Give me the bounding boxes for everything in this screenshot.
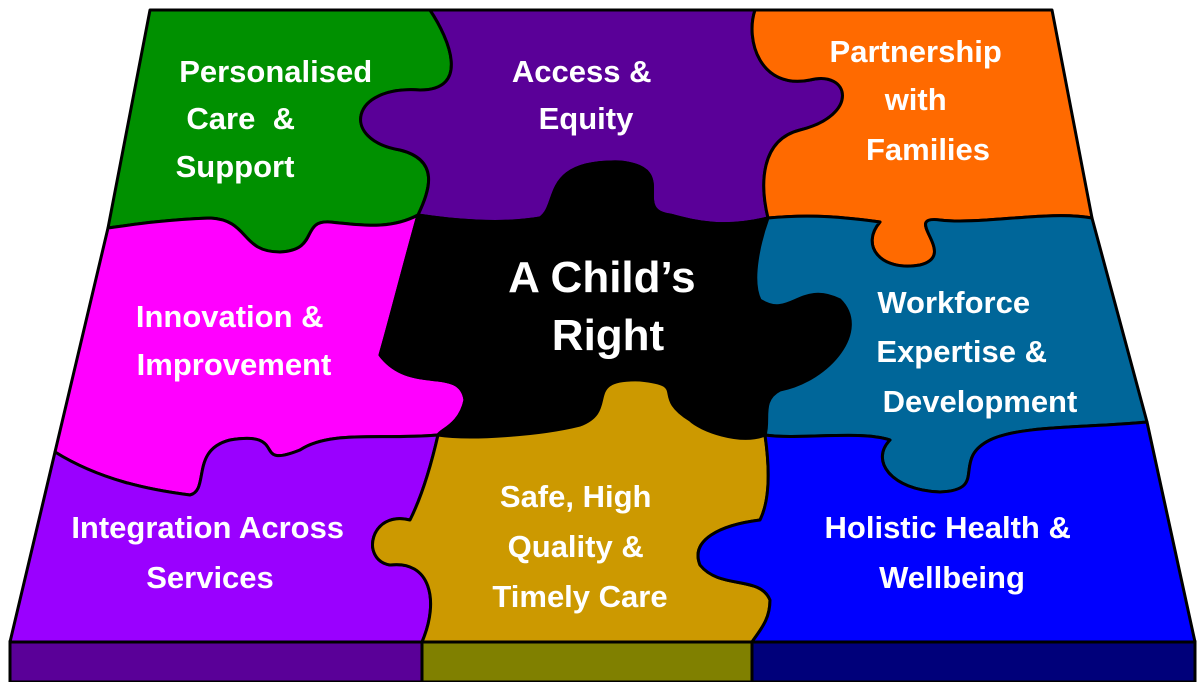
label-innovation: Innovation & Improvement <box>136 299 332 382</box>
label-line: Care & <box>186 101 295 136</box>
label-line: Safe, High <box>500 479 652 514</box>
label-workforce: Workforce Expertise & Development <box>876 285 1077 419</box>
label-line: Wellbeing <box>879 560 1025 595</box>
label-line: Integration Across <box>71 510 344 545</box>
piece-holistic <box>696 420 1197 644</box>
label-line: Equity <box>539 101 634 136</box>
label-line: Right <box>552 311 665 360</box>
label-line: with <box>884 82 947 117</box>
label-line: Quality & <box>508 529 644 564</box>
puzzle-base <box>8 640 1197 682</box>
label-personalised: Personalised Care & Support <box>176 54 381 184</box>
label-access: Access & Equity <box>512 54 660 136</box>
label-safe: Safe, High Quality & Timely Care <box>492 479 667 614</box>
label-line: Families <box>866 132 990 167</box>
label-center: A Child’s Right <box>508 253 708 360</box>
label-line: A Child’s <box>508 253 695 302</box>
label-line: Workforce <box>877 285 1030 320</box>
label-line: Innovation & <box>136 299 324 334</box>
label-line: Personalised <box>179 54 372 89</box>
base-right <box>750 640 1197 682</box>
label-line: Access & <box>512 54 652 89</box>
label-line: Development <box>883 384 1078 419</box>
label-line: Timely Care <box>492 579 667 614</box>
label-line: Improvement <box>137 347 332 382</box>
label-integration: Integration Across Services <box>71 510 352 595</box>
label-holistic: Holistic Health & Wellbeing <box>825 510 1080 595</box>
base-left <box>8 640 424 682</box>
label-line: Services <box>146 560 274 595</box>
label-line: Support <box>176 149 295 184</box>
label-line: Partnership <box>830 34 1002 69</box>
label-line: Holistic Health & <box>825 510 1071 545</box>
label-line: Expertise & <box>876 334 1047 369</box>
base-middle <box>420 640 754 682</box>
label-partnership: Partnership with Families <box>830 34 1011 167</box>
